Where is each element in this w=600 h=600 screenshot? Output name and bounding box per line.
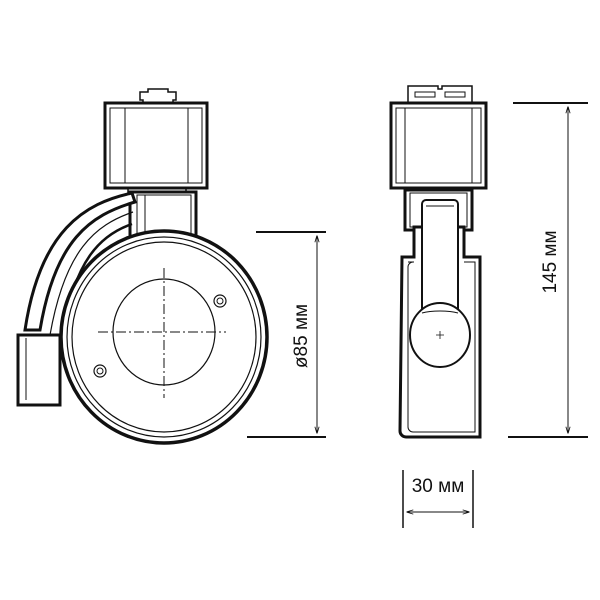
diameter-dimension — [247, 231, 326, 438]
screw-hole — [213, 294, 227, 308]
front-track-adapter — [103, 88, 209, 240]
height-label: 145 мм — [540, 230, 561, 293]
screw-hole — [93, 364, 107, 378]
width-dimension — [402, 470, 474, 528]
front-lamp-body — [59, 229, 269, 445]
width-label: 30 мм — [412, 476, 465, 497]
front-view — [16, 88, 269, 445]
height-dimension — [508, 102, 588, 438]
diameter-label: ø85 мм — [291, 304, 312, 368]
side-arm — [409, 199, 471, 368]
side-view — [389, 85, 488, 439]
